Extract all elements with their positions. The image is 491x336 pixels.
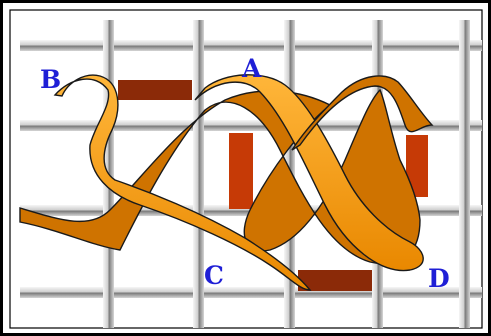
label-b: B — [40, 65, 61, 94]
label-c: C — [204, 261, 224, 290]
strand-front — [53, 74, 312, 291]
base-pair-rungs — [118, 80, 428, 291]
label-d: D — [428, 264, 450, 293]
rung-top-left — [118, 80, 192, 100]
rung-middle-left — [229, 133, 253, 209]
strand-back — [19, 88, 421, 265]
rung-middle-right — [406, 135, 428, 197]
strand-right-arc — [291, 75, 434, 151]
rung-bottom — [298, 270, 372, 291]
strand-a-loop — [194, 74, 424, 272]
label-a: A — [241, 54, 262, 83]
inner-border — [9, 9, 483, 329]
